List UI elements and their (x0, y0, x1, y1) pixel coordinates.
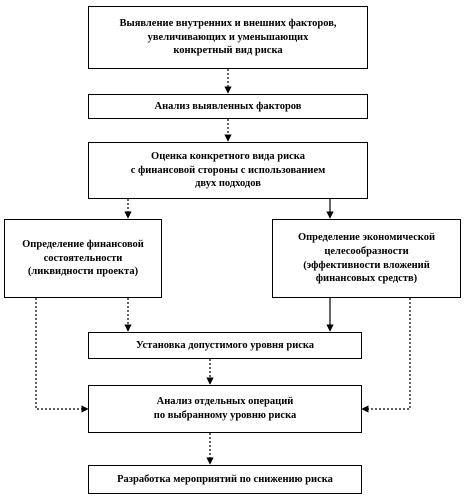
box-analyze-operations: Анализ отдельных операций по выбранному … (88, 385, 362, 433)
box-develop-measures: Разработка мероприятий по снижению риска (88, 465, 362, 494)
box-economic-feasibility-line: Определение экономической (297, 232, 436, 244)
box-financial-solvency-line: Определение финансовой (22, 239, 144, 251)
box-assess-risk: Оценка конкретного вида риска с финансов… (88, 142, 368, 199)
box-acceptable-level: Установка допустимого уровня риска (88, 332, 362, 359)
box-economic-feasibility-line: (эффективности вложений (303, 259, 430, 271)
box-analyze-factors: Анализ выявленных факторов (88, 94, 368, 119)
box-analyze-operations-line: по выбранному уровню риска (153, 410, 297, 421)
box-identify-factors: Выявление внутренних и внешних факторов,… (88, 6, 368, 69)
arrow-feasibility-bypass-to-operations (361, 298, 411, 413)
box-assess-risk-line: Оценка конкретного вида риска (151, 151, 305, 163)
box-financial-solvency-line: состоятельности (43, 252, 123, 264)
box-identify-factors-line: конкретный вид риска (173, 45, 283, 57)
box-identify-factors-line: Выявление внутренних и внешних факторов, (119, 18, 337, 30)
box-analyze-factors-line: Анализ выявленных факторов (154, 100, 302, 112)
box-financial-solvency: Определение финансовой состоятельности (… (4, 219, 162, 298)
box-develop-measures-line: Разработка мероприятий по снижению риска (117, 473, 333, 485)
box-economic-feasibility-line: финансовых средств) (315, 273, 418, 285)
box-acceptable-level-line: Установка допустимого уровня риска (135, 339, 315, 351)
box-identify-factors-line: увеличивающих и уменьшающих (147, 31, 309, 43)
box-analyze-operations-line: Анализ отдельных операций (156, 396, 294, 408)
box-financial-solvency-line: (ликвидности проекта) (27, 266, 139, 278)
arrow-solvency-bypass-to-operations (35, 298, 89, 413)
box-economic-feasibility-line: целесообразности (324, 245, 409, 257)
box-economic-feasibility: Определение экономической целесообразнос… (272, 219, 461, 298)
box-assess-risk-line: двух подходов (195, 178, 261, 190)
box-assess-risk-line: с финансовой стороны с использованием (130, 164, 326, 176)
